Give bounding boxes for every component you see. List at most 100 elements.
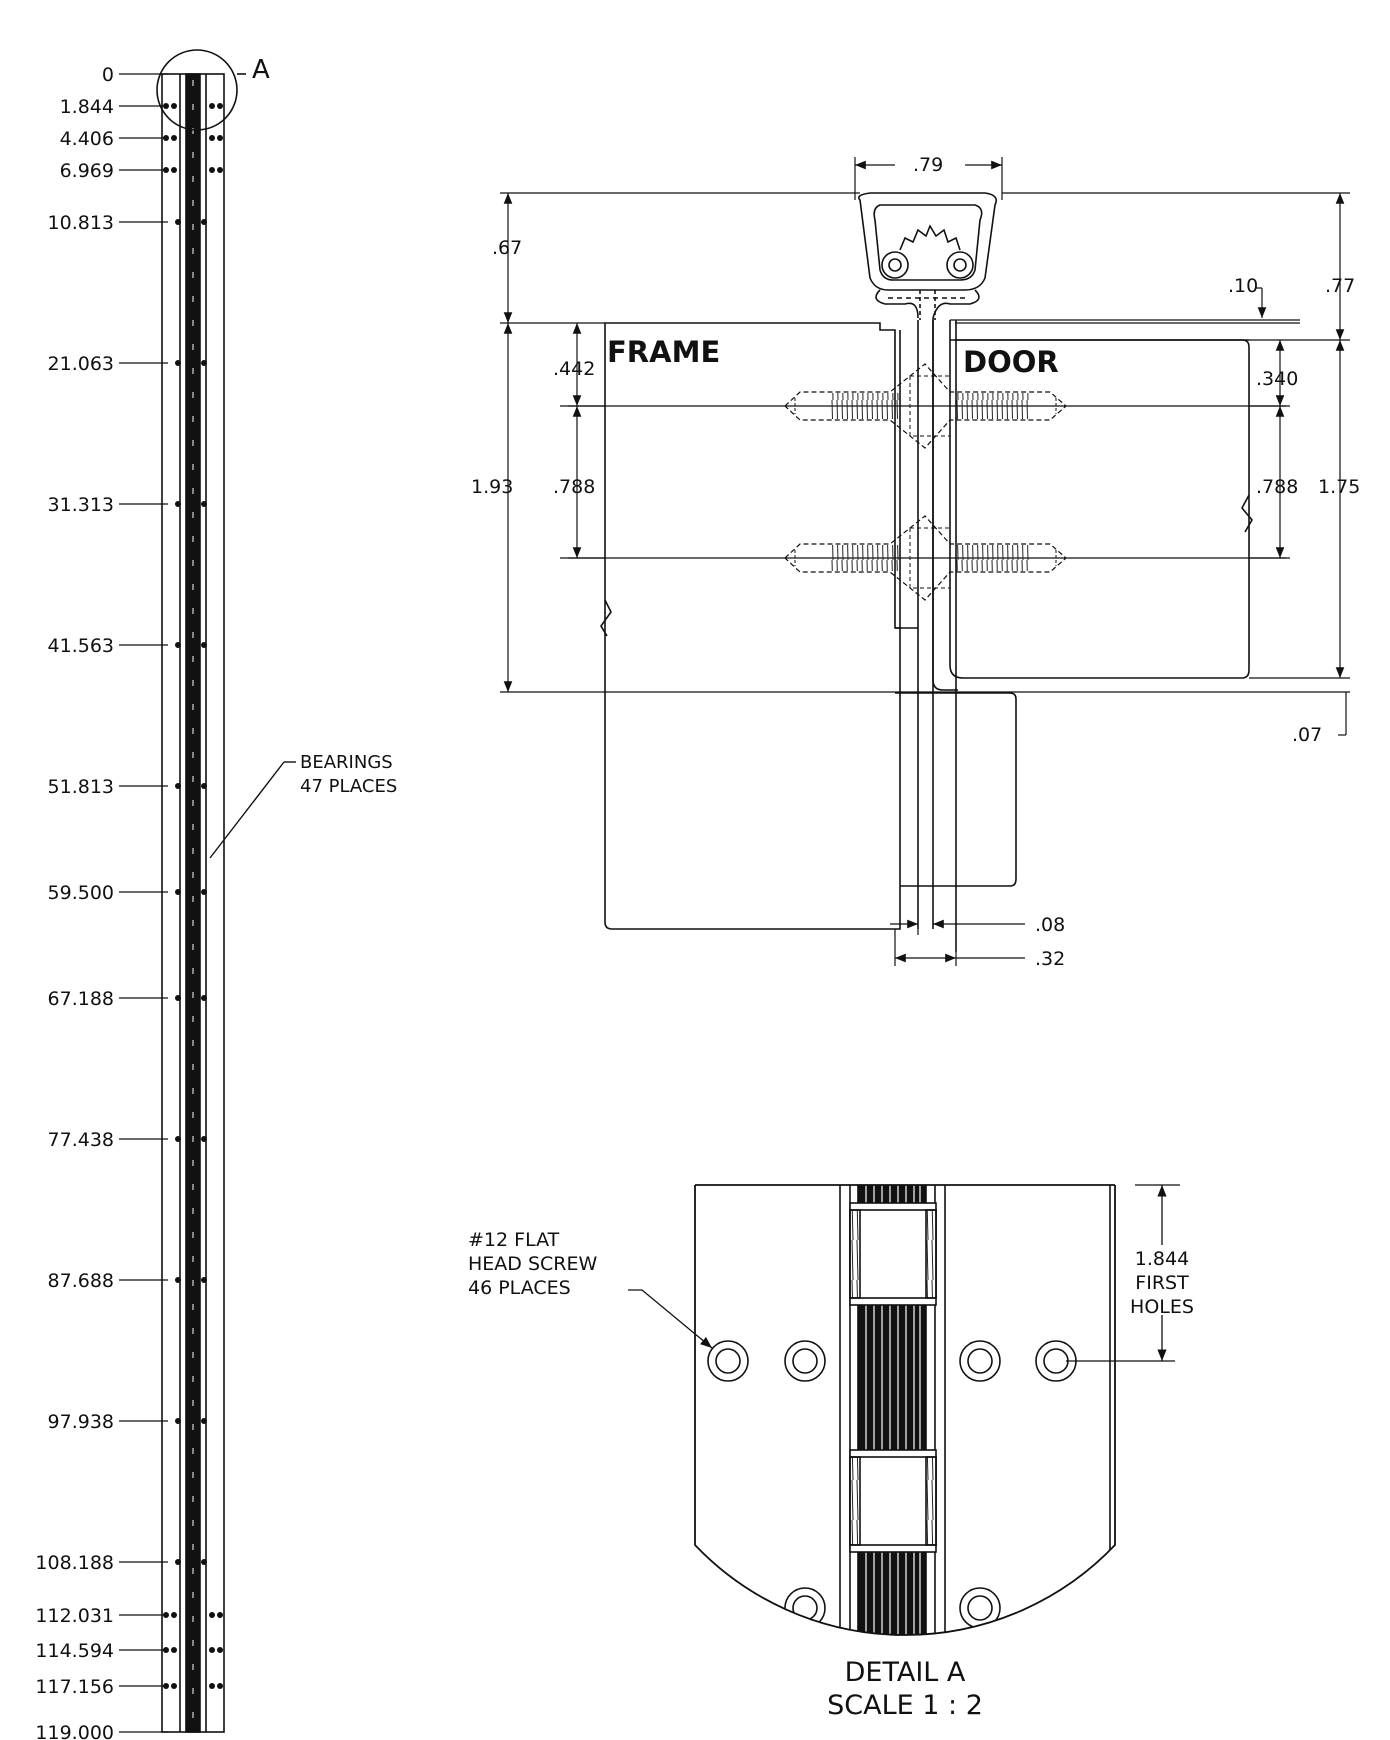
strip-screw-hole xyxy=(201,1277,207,1283)
strip-position-label: 77.438 xyxy=(48,1129,114,1151)
strip-screw-hole xyxy=(175,360,181,366)
detail-caption-1: DETAIL A xyxy=(845,1657,966,1688)
dim-left-top: .67 xyxy=(492,237,522,259)
strip-screw-hole xyxy=(175,501,181,507)
strip-screw-holes xyxy=(163,103,223,1689)
hinge-section-view xyxy=(600,192,1253,952)
dim-right-spacing: .788 xyxy=(1256,476,1298,498)
bearings-callout: BEARINGS 47 PLACES xyxy=(209,752,397,859)
frame-lower-step xyxy=(895,692,1017,887)
dim-right-first-hole: .340 xyxy=(1256,368,1298,390)
dim-leaf-width: .32 xyxy=(1035,948,1065,970)
strip-position-label: 87.688 xyxy=(48,1270,114,1292)
strip-position-label: 51.813 xyxy=(48,776,114,798)
strip-screw-hole xyxy=(175,1559,181,1565)
frame-body xyxy=(604,322,901,930)
strip-screw-hole xyxy=(217,135,223,141)
strip-screw-hole xyxy=(209,135,215,141)
strip-screw-hole xyxy=(217,103,223,109)
first-holes-note-2: FIRST xyxy=(1135,1272,1189,1294)
strip-screw-hole xyxy=(217,1612,223,1618)
strip-position-label: 21.063 xyxy=(48,353,114,375)
screw-note-1: #12 FLAT xyxy=(468,1229,560,1251)
strip-screw-hole xyxy=(201,995,207,1001)
detail-a-view xyxy=(694,1184,1116,1636)
strip-screw-hole xyxy=(201,642,207,648)
strip-position-label: 119.000 xyxy=(35,1722,114,1740)
strip-position-label: 6.969 xyxy=(60,160,114,182)
strip-screw-hole xyxy=(171,1647,177,1653)
dim-left-overall: 1.93 xyxy=(471,476,513,498)
strip-screw-hole xyxy=(201,1559,207,1565)
strip-screw-hole xyxy=(175,642,181,648)
dim-left-spacing: .788 xyxy=(553,476,595,498)
screw-note-2: HEAD SCREW xyxy=(468,1253,597,1275)
strip-screw-hole xyxy=(217,167,223,173)
strip-screw-hole xyxy=(201,1418,207,1424)
strip-screw-hole xyxy=(175,783,181,789)
bearings-label-1: BEARINGS xyxy=(300,752,393,773)
section-dimension-texts: .79 .67 1.93 .442 .788 .10 .77 .340 .788… xyxy=(471,154,1360,970)
frame-label: FRAME xyxy=(607,335,720,369)
strip-screw-hole xyxy=(209,1683,215,1689)
strip-screw-hole xyxy=(201,219,207,225)
section-screws xyxy=(568,363,1286,601)
first-holes-note-3: HOLES xyxy=(1130,1296,1194,1318)
strip-screw-hole xyxy=(209,103,215,109)
strip-position-label: 114.594 xyxy=(35,1640,114,1662)
detail-bearing-1 xyxy=(849,1202,937,1306)
door-body xyxy=(949,339,1250,679)
strip-screw-hole xyxy=(209,1612,215,1618)
strip-position-label: 112.031 xyxy=(35,1605,114,1627)
strip-screw-hole xyxy=(175,1418,181,1424)
strip-screw-hole xyxy=(201,360,207,366)
dim-right-overall: 1.75 xyxy=(1318,476,1360,498)
door-label: DOOR xyxy=(963,345,1059,379)
dim-right-gap: .10 xyxy=(1228,275,1258,297)
strip-knuckle-bar xyxy=(185,73,201,1733)
dim-right-overall-top: .77 xyxy=(1325,275,1355,297)
strip-position-label: 41.563 xyxy=(48,635,114,657)
detail-a-circle xyxy=(156,49,238,131)
strip-screw-hole xyxy=(175,995,181,1001)
strip-position-label: 0 xyxy=(102,64,114,86)
strip-position-label: 108.188 xyxy=(35,1552,114,1574)
dim-top-width: .79 xyxy=(913,154,943,176)
detail-marker-label: A xyxy=(252,55,270,85)
strip-position-label: 10.813 xyxy=(48,212,114,234)
strip-screw-hole xyxy=(171,167,177,173)
hinge-strip-view xyxy=(156,49,246,1733)
detail-caption-2: SCALE 1 : 2 xyxy=(827,1690,983,1721)
strip-position-label: 67.188 xyxy=(48,988,114,1010)
strip-screw-hole xyxy=(201,889,207,895)
screw-note-3: 46 PLACES xyxy=(468,1277,571,1299)
strip-screw-hole xyxy=(209,1647,215,1653)
strip-screw-hole xyxy=(217,1683,223,1689)
strip-screw-hole xyxy=(209,167,215,173)
strip-position-label: 31.313 xyxy=(48,494,114,516)
hinge-cap xyxy=(857,192,998,291)
strip-position-label: 117.156 xyxy=(35,1676,114,1698)
strip-screw-hole xyxy=(201,501,207,507)
dim-bottom-gap: .07 xyxy=(1292,724,1322,746)
detail-outline xyxy=(694,1184,1116,1636)
strip-screw-hole xyxy=(201,783,207,789)
section-screw-pair xyxy=(568,363,1286,449)
first-holes-note-1: 1.844 xyxy=(1135,1248,1189,1270)
strip-screw-hole xyxy=(171,135,177,141)
strip-screw-hole xyxy=(175,219,181,225)
strip-screw-hole xyxy=(171,1612,177,1618)
dim-left-first-hole: .442 xyxy=(553,358,595,380)
detail-bearing-2 xyxy=(849,1449,937,1553)
strip-screw-hole xyxy=(175,1277,181,1283)
strip-screw-hole xyxy=(171,1683,177,1689)
detail-texts: #12 FLAT HEAD SCREW 46 PLACES 1.844 FIRS… xyxy=(468,1229,1194,1721)
strip-position-label: 97.938 xyxy=(48,1411,114,1433)
strip-screw-hole xyxy=(175,1136,181,1142)
strip-screw-hole xyxy=(171,103,177,109)
bearings-label-2: 47 PLACES xyxy=(300,776,397,797)
detail-callouts xyxy=(628,1184,1180,1362)
strip-screw-hole xyxy=(175,889,181,895)
dim-pin-width: .08 xyxy=(1035,914,1065,936)
